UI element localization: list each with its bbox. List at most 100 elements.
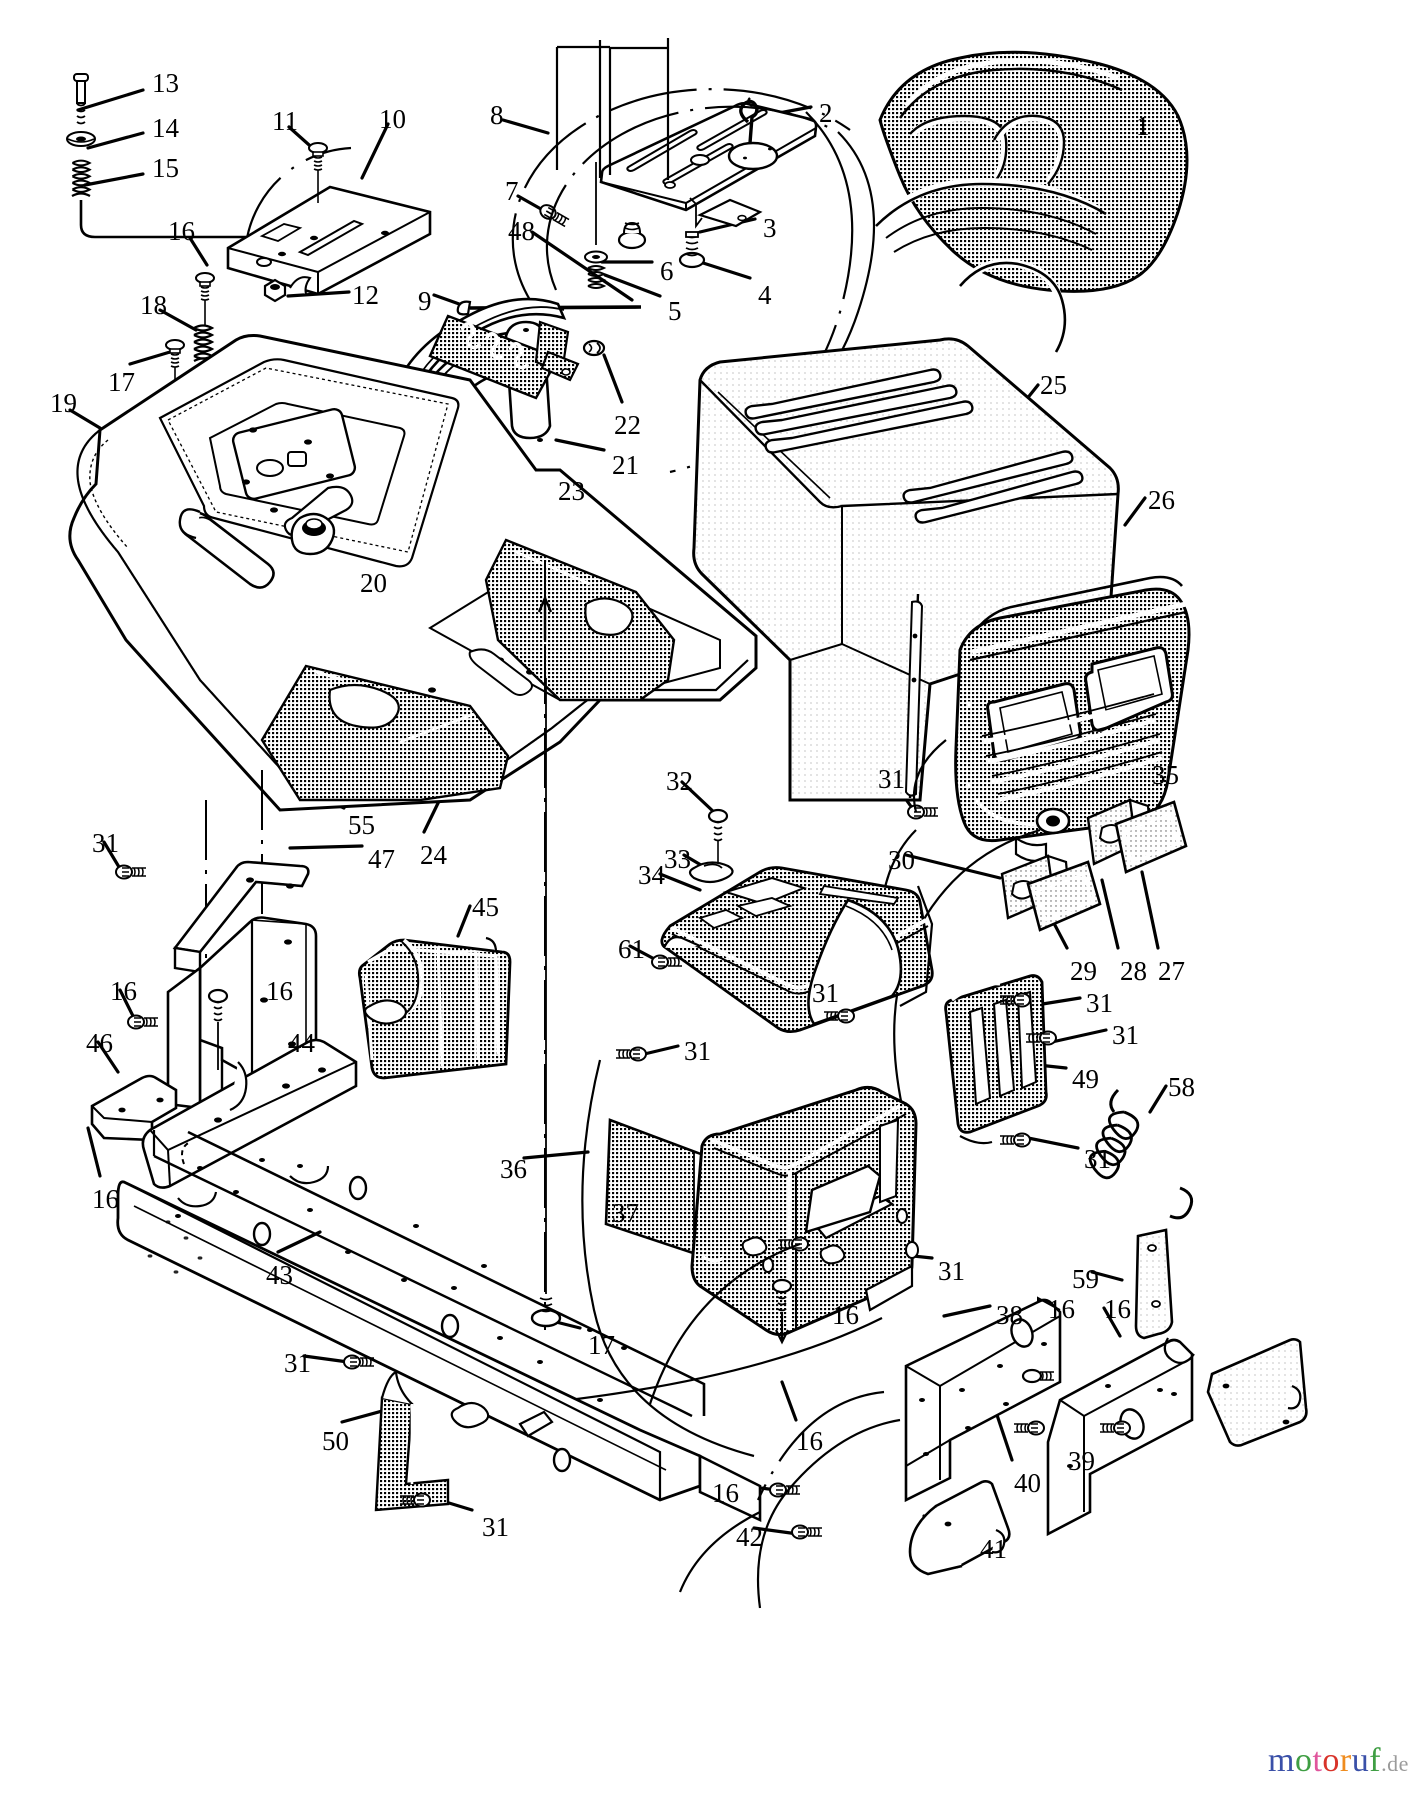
leader-line-48	[530, 230, 634, 302]
leader-line-40	[994, 1410, 1014, 1462]
leader-line-59	[1090, 1270, 1124, 1282]
callout-17: 17	[588, 1330, 615, 1360]
callout-40: 40	[1014, 1468, 1041, 1498]
leader-line-31	[1026, 1136, 1080, 1150]
part-35-grommet	[1035, 807, 1071, 835]
callout-32: 32	[666, 766, 693, 796]
part-26-grille	[954, 575, 1191, 863]
watermark-letter: o	[1294, 1742, 1313, 1779]
part-16-screw-b	[771, 1278, 793, 1345]
assembly-arc-c	[545, 105, 839, 291]
leader-line-28	[1100, 878, 1120, 950]
leader-line-50	[340, 1408, 388, 1424]
part-21-logo	[428, 314, 560, 400]
callout-16: 16	[1104, 1294, 1131, 1324]
callout-4: 4	[758, 280, 772, 310]
part-45-battery-box	[357, 936, 512, 1080]
part-19-fender-deck	[68, 334, 758, 812]
leader-line-22	[602, 353, 624, 404]
callout-27: 27	[1158, 956, 1185, 986]
part-10-seat-mount-plate	[226, 185, 432, 296]
part-37-console	[690, 1085, 919, 1337]
part-61-screw	[651, 954, 683, 970]
leader-line-17	[128, 350, 172, 366]
part-40-bracket	[1046, 1337, 1195, 1537]
leader-line-21	[554, 438, 606, 452]
leader-line-5	[603, 273, 662, 298]
watermark-tld: .de	[1381, 1751, 1409, 1776]
callout-31: 31	[938, 1256, 965, 1286]
leader-line-34	[658, 872, 702, 892]
part-2-clip	[739, 97, 759, 144]
part-16-screw-f	[1013, 1420, 1045, 1436]
part-42-screw	[791, 1524, 823, 1540]
part-8-seat-pan	[599, 102, 818, 229]
leader-line-4	[698, 260, 752, 280]
leader-line-26	[1123, 496, 1147, 527]
part-31-screw-a	[907, 804, 939, 820]
callout-8: 8	[490, 100, 504, 130]
callout-45: 45	[472, 892, 499, 922]
callout-21: 21	[612, 450, 639, 480]
part-34-dash-panel	[660, 866, 934, 1033]
callout-5: 5	[668, 296, 682, 326]
callout-31: 31	[482, 1512, 509, 1542]
callout-44: 44	[288, 1028, 315, 1058]
leader-line-9	[432, 293, 464, 307]
callout-34: 34	[638, 860, 665, 890]
callout-2: 2	[819, 98, 833, 128]
part-12-nut	[263, 278, 287, 303]
part-17-screw-b	[530, 678, 562, 1328]
part-22-screw	[582, 339, 606, 357]
part-13-bolt	[73, 73, 89, 125]
part-4-screw	[678, 231, 706, 269]
part-27-lens	[1114, 800, 1188, 874]
callout-31: 31	[812, 978, 839, 1008]
part-38-bracket	[904, 1296, 1062, 1503]
callout-11: 11	[272, 106, 298, 136]
part-29-lens	[1026, 860, 1102, 932]
assembly-arc-b	[511, 88, 851, 301]
leader-line-43	[276, 1230, 322, 1254]
callout-38: 38	[996, 1300, 1023, 1330]
leader-line-31	[302, 1354, 350, 1364]
part-31-screw-i	[343, 1354, 375, 1370]
leader-line-27	[1140, 870, 1160, 950]
callout-16: 16	[92, 1184, 119, 1214]
callout-23: 23	[558, 476, 585, 506]
part-59-link-plate	[1134, 1228, 1174, 1340]
part-50-bracket	[374, 1370, 450, 1512]
callout-50: 50	[322, 1426, 349, 1456]
callout-16: 16	[832, 1300, 859, 1330]
callout-47: 47	[368, 844, 395, 874]
leader-line-32	[680, 780, 718, 816]
callout-36: 36	[500, 1154, 527, 1184]
motoruf-watermark: motoruf.de	[1268, 1742, 1409, 1780]
callout-59: 59	[1072, 1264, 1099, 1294]
part-16-screw-c	[127, 1014, 159, 1030]
watermark-letter: u	[1351, 1742, 1370, 1779]
part-16-screw-h	[1021, 1368, 1054, 1384]
leader-line-36	[522, 1150, 590, 1160]
callout-16: 16	[712, 1478, 739, 1508]
part-20-pad	[534, 320, 580, 382]
callout-33: 33	[664, 844, 691, 874]
part-5-spring	[587, 265, 607, 289]
part-20-knob	[290, 512, 336, 556]
callout-49: 49	[1072, 1064, 1099, 1094]
callout-31: 31	[1086, 988, 1113, 1018]
part-55-strap	[172, 860, 310, 974]
callout-24: 24	[420, 840, 447, 870]
callout-43: 43	[266, 1260, 293, 1290]
callout-42: 42	[736, 1522, 763, 1552]
watermark-letter: o	[1322, 1742, 1340, 1779]
part-1-seat	[875, 50, 1189, 353]
callout-41: 41	[980, 1534, 1007, 1564]
callout-16: 16	[796, 1426, 823, 1456]
part-31-screw-d	[999, 1132, 1031, 1148]
callout-22: 22	[614, 410, 641, 440]
part-24-mat	[260, 664, 510, 802]
callout-17: 17	[108, 367, 135, 397]
leader-line-31	[1050, 1028, 1108, 1044]
